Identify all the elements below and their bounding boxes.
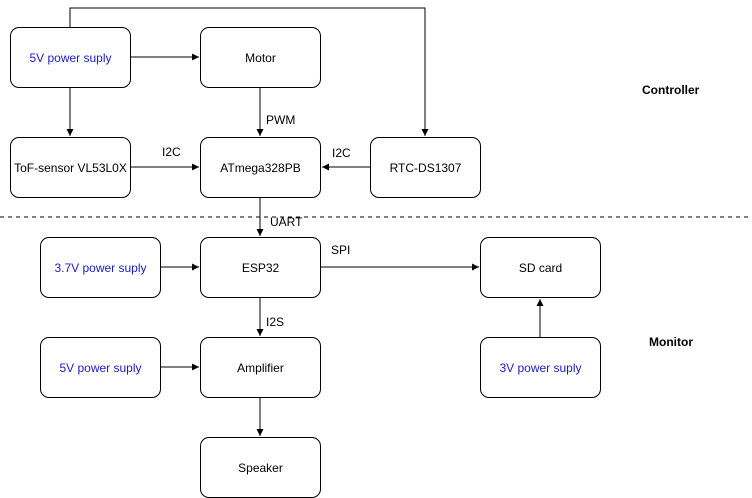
power-3-7v-block: 3.7V power suply xyxy=(40,237,161,298)
power-5v-bottom-block: 5V power suply xyxy=(40,337,161,398)
esp32-block: ESP32 xyxy=(200,237,321,298)
controller-section-label: Controller xyxy=(642,83,700,97)
motor-block: Motor xyxy=(200,27,321,88)
arrow-power-to-rtc xyxy=(69,7,429,136)
power-3v-block: 3V power suply xyxy=(480,337,601,398)
i2c-right-label: I2C xyxy=(332,146,351,160)
monitor-section-label: Monitor xyxy=(649,335,693,349)
power-5v-top-block: 5V power suply xyxy=(10,27,131,88)
uart-label: UART xyxy=(270,215,303,229)
atmega-block: ATmega328PB xyxy=(200,137,321,198)
i2c-left-label: I2C xyxy=(162,145,181,159)
rtc-block: RTC-DS1307 xyxy=(370,137,481,198)
i2s-label: I2S xyxy=(266,315,285,329)
spi-label: SPI xyxy=(331,243,351,257)
pwm-label: PWM xyxy=(266,113,296,127)
amplifier-block: Amplifier xyxy=(200,337,321,398)
sdcard-block: SD card xyxy=(480,237,601,298)
speaker-block: Speaker xyxy=(200,437,321,498)
tof-sensor-block: ToF-sensor VL53L0X xyxy=(10,137,131,198)
